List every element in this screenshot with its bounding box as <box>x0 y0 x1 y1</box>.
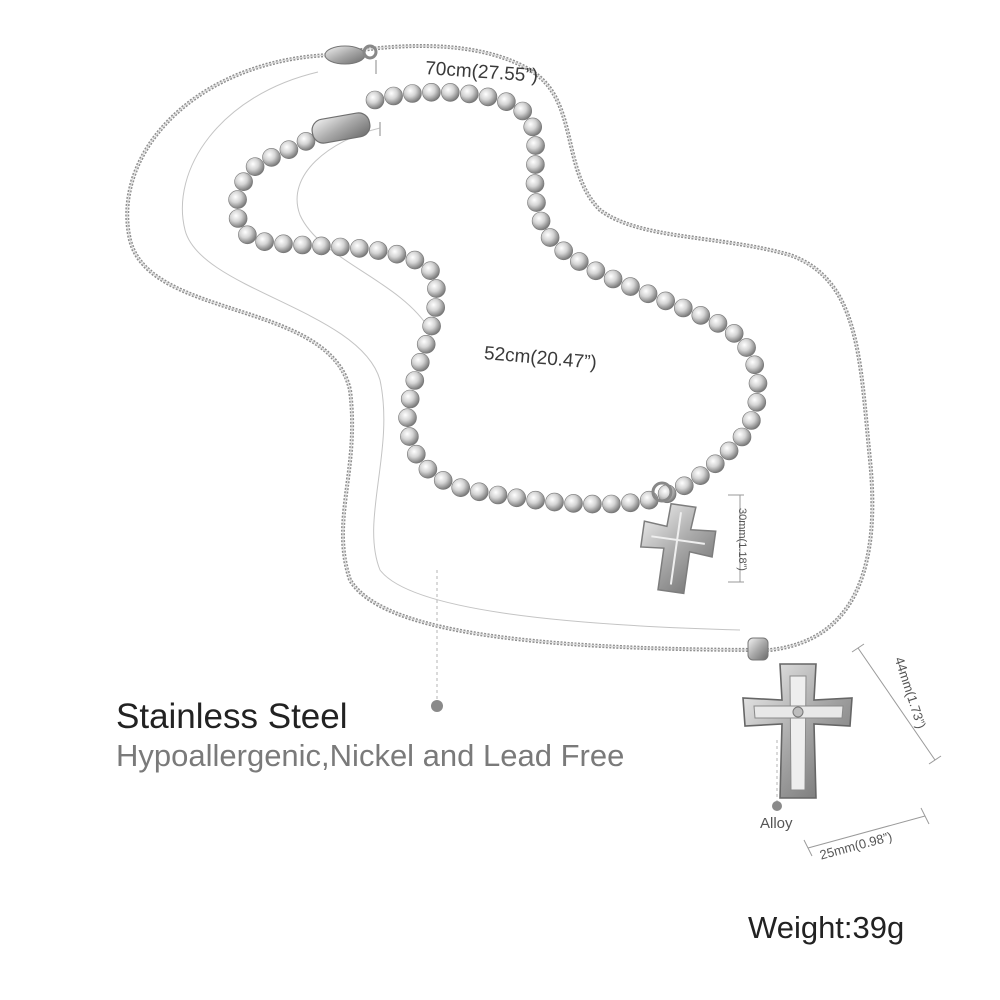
chain-bead <box>422 316 441 336</box>
chain-bead <box>583 494 602 514</box>
chain-bead <box>497 92 516 111</box>
chain-bead <box>410 352 430 372</box>
chain-bead <box>405 371 425 390</box>
chain-bead <box>440 83 460 102</box>
chain-bead <box>416 334 436 354</box>
chain-bead <box>564 494 583 513</box>
large-cross-pendant <box>742 637 853 799</box>
chain-bead <box>674 476 694 496</box>
chain-bead <box>421 261 440 281</box>
chain-bead <box>427 279 446 298</box>
chain-bead <box>724 324 744 343</box>
chain-bead <box>708 314 728 333</box>
chain-bead <box>405 250 425 270</box>
chain-bead <box>312 236 331 256</box>
chain-bead <box>545 492 564 512</box>
chain-bead <box>387 244 407 264</box>
small-pendant-dimension-bracket <box>728 494 744 583</box>
chain-bead <box>656 291 676 311</box>
chain-bead <box>531 211 551 231</box>
chain-bead <box>742 411 761 430</box>
chain-bead <box>719 441 739 461</box>
chain-bead <box>513 101 533 121</box>
chain-bead <box>526 155 545 174</box>
chain-bead <box>238 225 257 245</box>
chain-bead <box>368 241 388 260</box>
features-text: Hypoallergenic,Nickel and Lead Free <box>116 738 625 773</box>
chain-bead <box>400 427 419 446</box>
chain-bead <box>540 228 560 247</box>
chain-bead <box>737 338 756 357</box>
chain-bead <box>293 235 312 255</box>
chain-bead <box>673 298 693 318</box>
guide-line-short <box>296 127 431 331</box>
chain-bead <box>526 490 545 510</box>
chain-bead <box>586 261 606 281</box>
chain-bead <box>469 482 489 502</box>
chain-bead <box>603 269 623 289</box>
chain-bead <box>245 157 265 176</box>
chain-bead <box>554 241 574 261</box>
chain-bead <box>296 132 316 151</box>
chain-bead <box>228 190 247 209</box>
chain-bead <box>747 392 767 412</box>
chain-bead <box>262 148 281 167</box>
chain-bead <box>691 466 710 486</box>
material-marker-dot <box>431 700 443 712</box>
chain-bead <box>638 284 658 304</box>
chain-bead <box>523 117 543 137</box>
chain-bead <box>279 140 299 159</box>
ball-chain <box>228 83 768 514</box>
chain-bead <box>398 408 417 428</box>
chain-bead <box>274 234 293 254</box>
chain-bead <box>569 252 589 271</box>
chain-bead <box>426 298 446 317</box>
chain-bead <box>228 209 248 228</box>
guide-line-long <box>181 71 741 631</box>
chain-bead <box>384 86 403 106</box>
material-heading: Stainless Steel <box>116 697 348 736</box>
large-pendant-height-bracket <box>851 643 942 765</box>
chain-bead <box>418 459 438 479</box>
pendant-material-label: Alloy <box>760 815 793 832</box>
chain-bead <box>365 90 385 110</box>
chain-bead <box>451 478 471 498</box>
small-pendant-height-label: 30mm(1.18”) <box>736 508 748 571</box>
chain-bead <box>459 84 479 104</box>
chain-bead <box>732 427 752 447</box>
chain-bead <box>621 493 640 513</box>
chain-bead <box>526 136 545 155</box>
chain-bead <box>400 389 420 409</box>
chain-bead <box>350 239 369 258</box>
chain-bead <box>602 494 621 514</box>
alloy-marker-dot <box>772 801 782 811</box>
large-pendant-width-bracket <box>803 807 930 857</box>
lobster-clasp <box>324 44 378 65</box>
chain-bead <box>691 306 711 325</box>
chain-bead <box>705 454 725 474</box>
chain-bead <box>433 471 453 490</box>
chain-bead <box>331 237 350 257</box>
chain-bead <box>255 232 274 251</box>
chain-bead <box>507 488 527 508</box>
weight-label: Weight:39g <box>748 910 905 945</box>
chain-bead <box>488 485 508 505</box>
chain-bead <box>403 84 422 103</box>
small-cross-pendant <box>639 481 717 595</box>
chain-bead <box>525 174 545 193</box>
chain-bead <box>478 87 498 107</box>
chain-bead <box>406 444 426 464</box>
ball-chain-clasp <box>311 112 371 144</box>
chain-bead <box>745 355 765 375</box>
chain-bead <box>422 83 441 102</box>
chain-bead <box>748 374 768 393</box>
chain-bead <box>527 193 546 212</box>
chain-bead <box>621 277 640 296</box>
chain-bead <box>234 172 253 191</box>
